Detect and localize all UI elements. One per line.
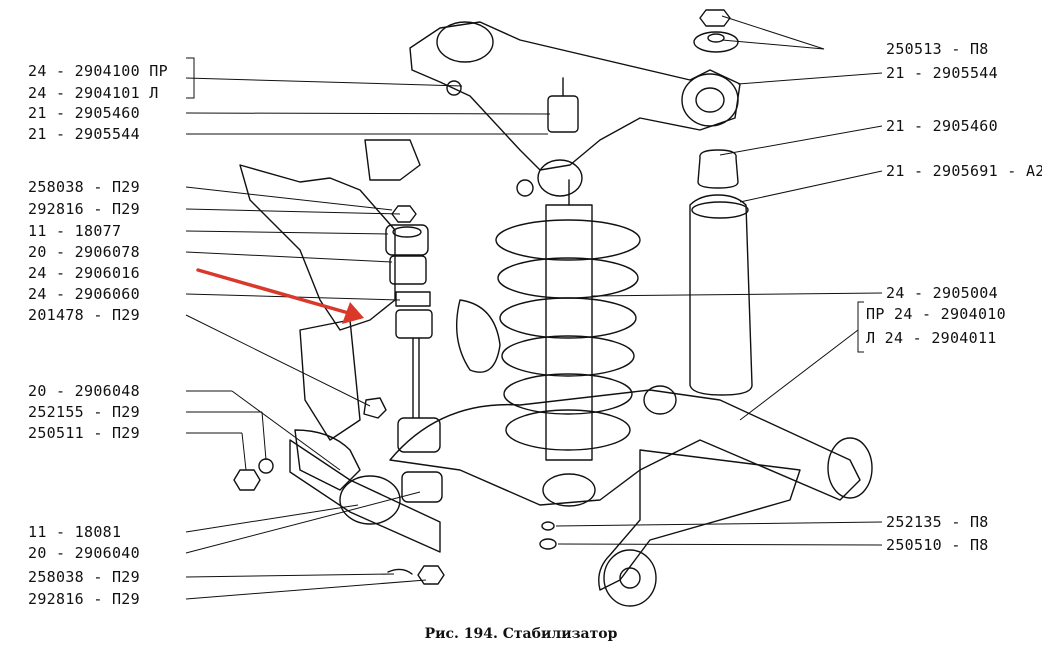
part-label: 20 - 2906078 bbox=[28, 243, 140, 261]
part-label: 250511 - П29 bbox=[28, 424, 140, 442]
part-label: 250513 - П8 bbox=[886, 40, 989, 58]
part-label: 252135 - П8 bbox=[886, 513, 989, 531]
part-label: 258038 - П29 bbox=[28, 568, 140, 586]
part-label: Л 24 - 2904011 bbox=[866, 329, 997, 347]
part-label: 258038 - П29 bbox=[28, 178, 140, 196]
part-label: 21 - 2905460 bbox=[28, 104, 140, 122]
part-label: 24 - 2906060 bbox=[28, 285, 140, 303]
part-label: 252155 - П29 bbox=[28, 403, 140, 421]
part-label: 250510 - П8 bbox=[886, 536, 989, 554]
part-label: 20 - 2906048 bbox=[28, 382, 140, 400]
part-label: 24 - 2906016 bbox=[28, 264, 140, 282]
part-label: 292816 - П29 bbox=[28, 590, 140, 608]
part-label: 21 - 2905544 bbox=[28, 125, 140, 143]
part-label: ПР 24 - 2904010 bbox=[866, 305, 1006, 323]
part-label: 21 - 2905460 bbox=[886, 117, 998, 135]
part-label: 11 - 18077 bbox=[28, 222, 122, 240]
part-label: 20 - 2906040 bbox=[28, 544, 140, 562]
part-label: 201478 - П29 bbox=[28, 306, 140, 324]
part-label: 11 - 18081 bbox=[28, 523, 122, 541]
figure-caption: Рис. 194. Стабилизатор bbox=[424, 626, 618, 642]
part-label: 292816 - П29 bbox=[28, 200, 140, 218]
part-label: 24 - 2904101 Л bbox=[28, 84, 159, 102]
part-label: 21 - 2905544 bbox=[886, 64, 998, 82]
part-label: 24 - 2904100 ПР bbox=[28, 62, 168, 80]
part-label: 24 - 2905004 bbox=[886, 284, 998, 302]
part-label: 21 - 2905691 - А2 bbox=[886, 162, 1042, 180]
